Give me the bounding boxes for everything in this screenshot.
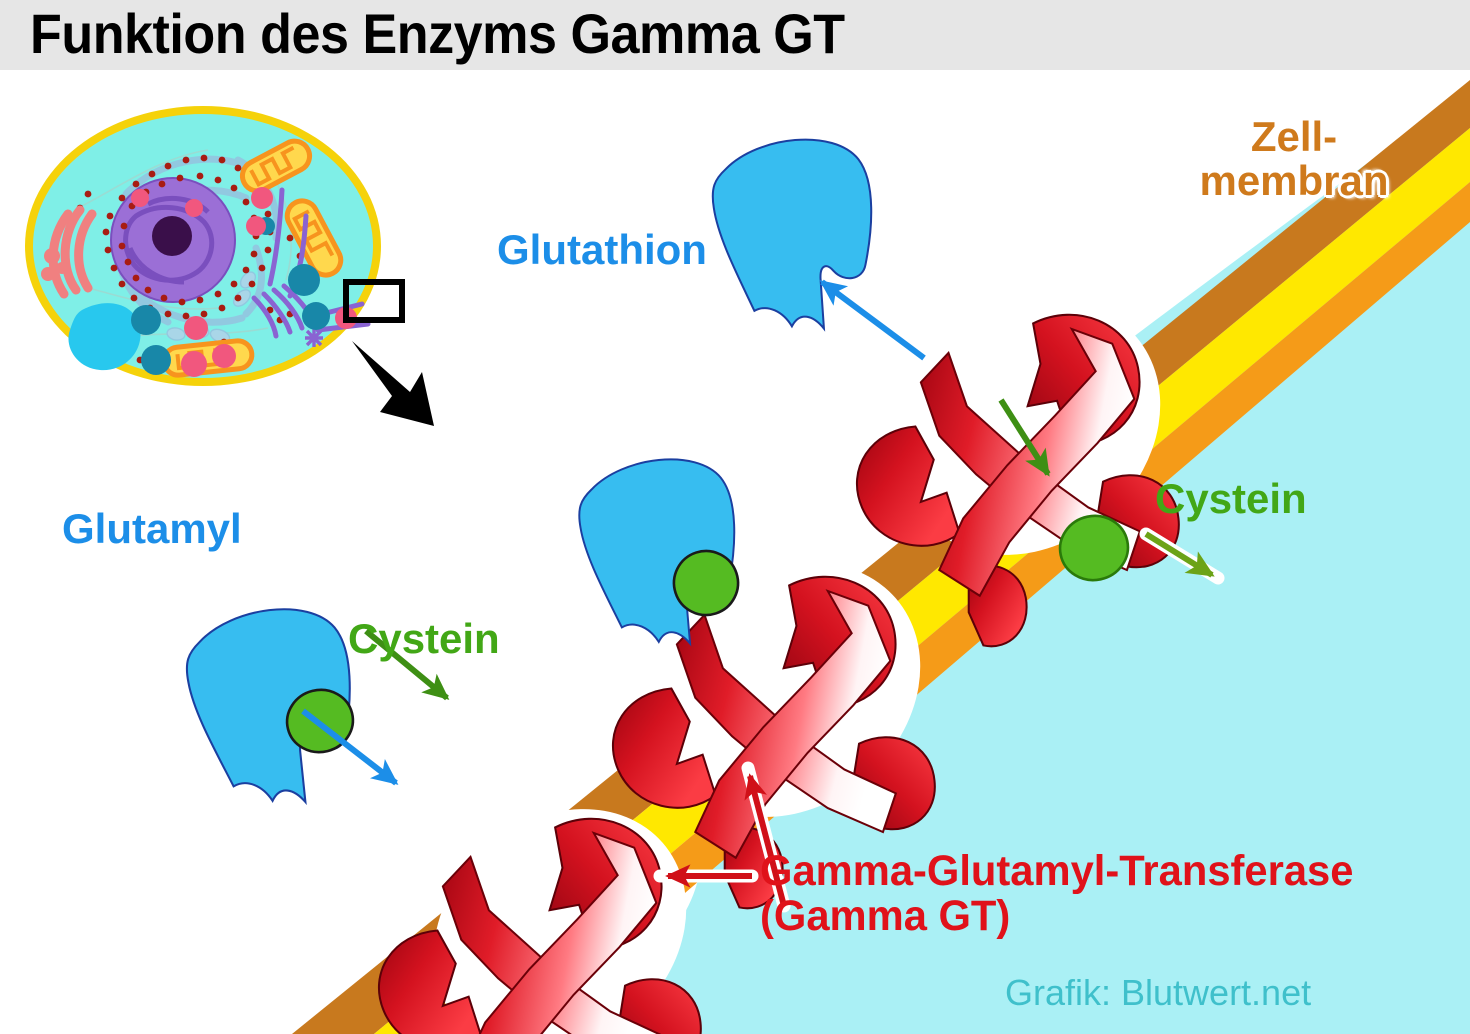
label-cystein-inside: Cystein (1155, 475, 1307, 522)
black-zoom-arrow (352, 341, 434, 426)
stage-1-group (182, 603, 702, 1034)
enzyme-callout-arrows (653, 761, 791, 913)
blue-arrow-1 (301, 708, 399, 786)
label-credit: Grafik: Blutwert.net (1005, 972, 1312, 1013)
diagram-canvas (25, 80, 1470, 1034)
page-title: Funktion des Enzyms Gamma GT (30, 2, 845, 65)
cystein-molecule-3 (1058, 514, 1130, 582)
cell-highlight-box (343, 279, 405, 323)
red-arrow-2 (741, 761, 791, 913)
green-arrow-2 (1139, 527, 1225, 585)
green-arrow-channel (998, 398, 1051, 477)
stage-3-group (709, 136, 1225, 648)
label-gamma-gt-enzyme: Gamma-Glutamyl-Transferase (Gamma GT) (760, 847, 1354, 940)
green-arrow-1 (364, 628, 450, 701)
stage-2-group (575, 455, 936, 910)
cystein-molecule-2 (672, 549, 740, 617)
blue-arrow-release (819, 279, 926, 361)
label-glutathion: Glutathion (497, 226, 707, 273)
label-zellmembran: Zell- membran (1199, 113, 1389, 204)
label-cystein-outside: Cystein (348, 615, 500, 662)
label-glutamyl: Glutamyl (62, 505, 242, 552)
title-bar: Funktion des Enzyms Gamma GT (0, 0, 1470, 70)
eukaryotic-cell-illustration (25, 106, 434, 426)
